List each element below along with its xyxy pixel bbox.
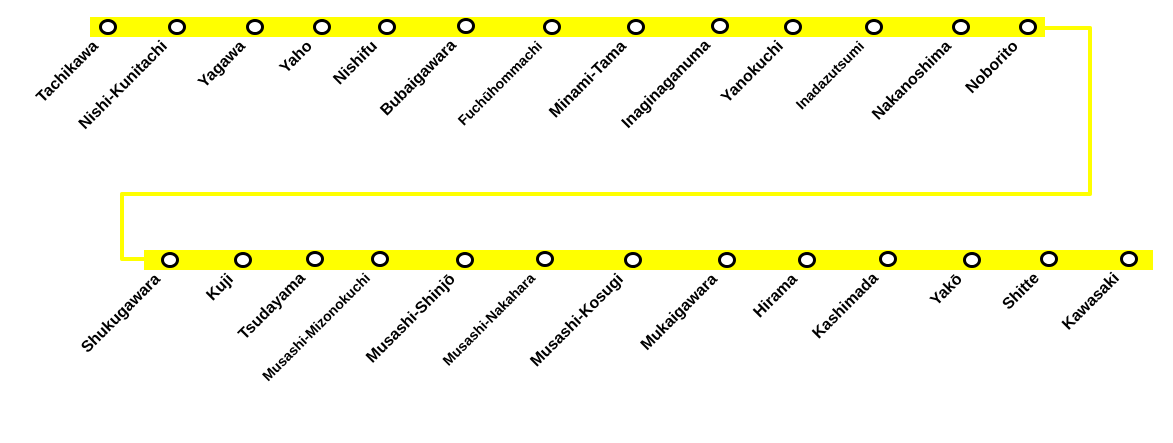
station-label: Shitte	[999, 270, 1043, 314]
line-bar	[90, 17, 1045, 37]
station-marker-icon[interactable]	[1019, 19, 1037, 35]
station[interactable]: Musashi-Mizonokuchi	[259, 251, 389, 384]
station-marker-icon[interactable]	[306, 251, 324, 267]
station-label: Tachikawa	[33, 38, 101, 106]
station-marker-icon[interactable]	[161, 252, 179, 268]
station-marker-icon[interactable]	[99, 19, 117, 35]
station-marker-icon[interactable]	[378, 19, 396, 35]
station-marker-icon[interactable]	[371, 251, 389, 267]
station-marker-icon[interactable]	[784, 19, 802, 35]
station-marker-icon[interactable]	[879, 251, 897, 267]
station[interactable]: Kuji	[203, 252, 252, 305]
station-marker-icon[interactable]	[963, 252, 981, 268]
station-label: Inaginaganuma	[619, 37, 714, 132]
station-marker-icon[interactable]	[1120, 251, 1138, 267]
station-marker-icon[interactable]	[718, 252, 736, 268]
station-label: Yagawa	[195, 38, 249, 92]
station-marker-icon[interactable]	[798, 252, 816, 268]
station-label: Kashimada	[809, 270, 881, 342]
station-label: Bubaigawara	[377, 37, 460, 120]
station[interactable]: Musashi-Kosugi	[527, 252, 642, 371]
station-label: Yanokuchi	[718, 38, 787, 107]
station-label: Musashi-Mizonokuchi	[259, 270, 373, 384]
station-label: Inadazutsumi	[793, 38, 868, 113]
station-label: Tsudayama	[235, 270, 309, 344]
station-label: Nishifu	[330, 38, 380, 88]
line-row-2: Shukugawara KujiTsudayamaMusashi-Mizonoku…	[78, 250, 1153, 384]
station-marker-icon[interactable]	[624, 252, 642, 268]
station-marker-icon[interactable]	[313, 19, 331, 35]
station-label: Shukugawara	[78, 271, 164, 357]
station-label: Hirama	[750, 271, 800, 321]
station-label: Kuji	[203, 271, 236, 304]
station-label: Musashi-Kosugi	[527, 271, 626, 370]
line-bar	[144, 250, 1153, 270]
station-label: Nakanoshima	[869, 38, 955, 124]
station-marker-icon[interactable]	[234, 252, 252, 268]
station-marker-icon[interactable]	[457, 18, 475, 34]
station-marker-icon[interactable]	[711, 18, 729, 34]
station-label: Minami-Tama	[546, 38, 630, 122]
station-marker-icon[interactable]	[168, 19, 186, 35]
station-marker-icon[interactable]	[627, 19, 645, 35]
station[interactable]: Nishi-Kunitachi	[76, 19, 186, 133]
station-label: Yaho	[277, 38, 316, 77]
station-label: Fuchūhommachi	[455, 38, 546, 129]
station-marker-icon[interactable]	[536, 251, 554, 267]
station-marker-icon[interactable]	[543, 19, 561, 35]
station-marker-icon[interactable]	[246, 19, 264, 35]
station-label: Kawasaki	[1059, 270, 1123, 334]
line-connector	[120, 26, 1092, 261]
station-marker-icon[interactable]	[952, 19, 970, 35]
station-label: Yakō	[927, 271, 966, 310]
station-marker-icon[interactable]	[1040, 251, 1058, 267]
station-label: Mukaigawara	[638, 271, 721, 354]
station-marker-icon[interactable]	[456, 252, 474, 268]
station-marker-icon[interactable]	[865, 19, 883, 35]
station-label: Noborito	[963, 38, 1022, 97]
